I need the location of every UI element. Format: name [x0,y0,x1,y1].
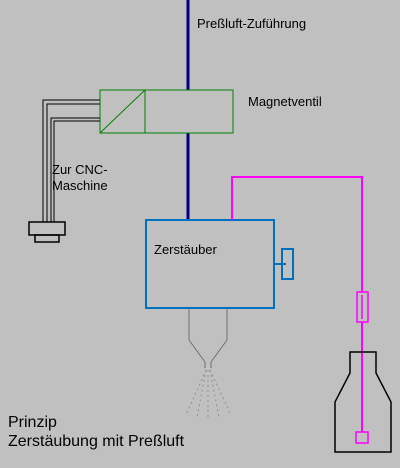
liquid-bottle [334,351,392,453]
air-supply-label: Preßluft-Zuführung [197,16,307,31]
cnc-connector [28,221,66,243]
suction-filter [355,431,369,444]
cnc-label-line2: Maschine [52,178,108,193]
atomizer-label: Zerstäuber [154,242,217,257]
cnc-label-line1: Zur CNC- [52,162,108,177]
cnc-cable [42,99,100,222]
liquid-feed-line [231,176,363,432]
caption-line1: Prinzip [8,414,57,431]
nozzle [188,309,228,368]
filter [356,291,369,323]
solenoid-valve [99,89,234,134]
atomizer-body [145,219,294,309]
solenoid-valve-label: Magnetventil [248,94,322,109]
caption-line2: Zerstäubung mit Preßluft [8,433,185,450]
spray-pattern [185,369,232,420]
